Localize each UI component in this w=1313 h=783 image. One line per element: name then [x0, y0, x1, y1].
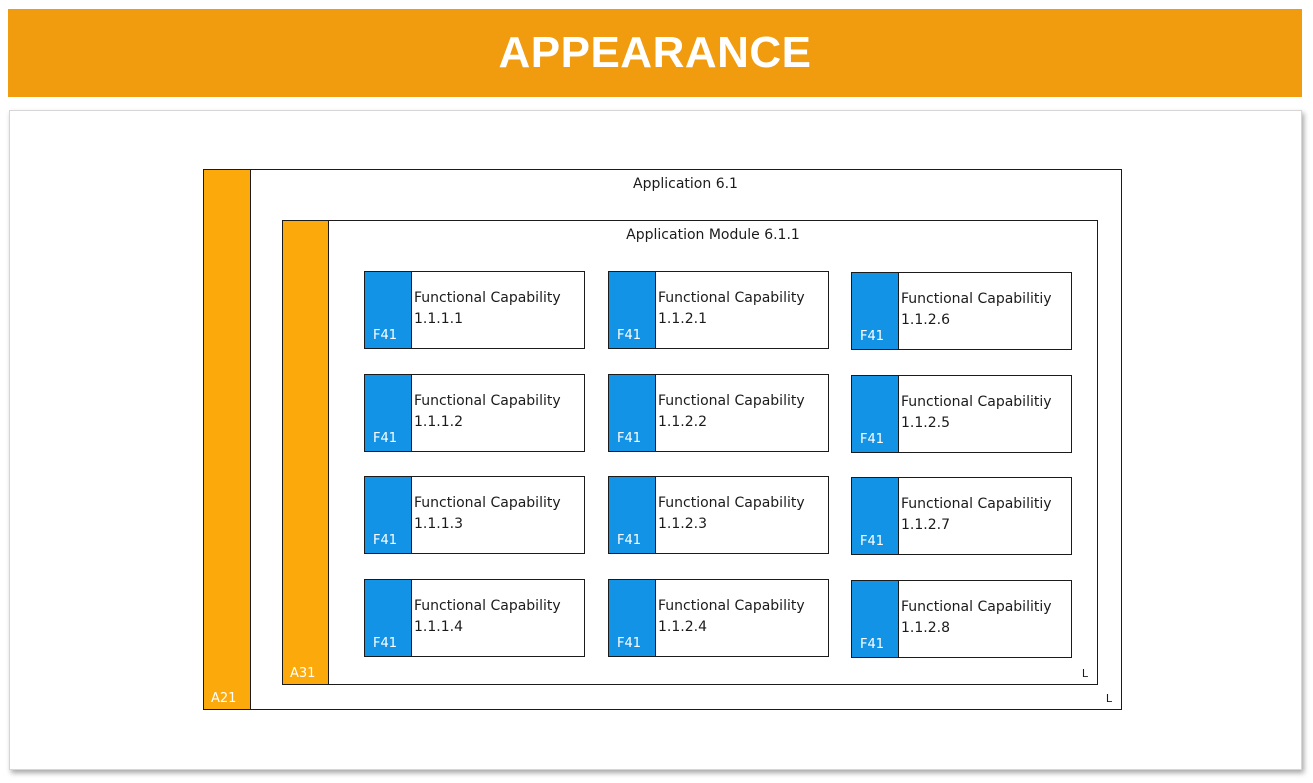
- capability-name: Functional Capability: [414, 495, 561, 511]
- application-module-box[interactable]: A31 Application Module 6.1.1 L F41 Funct…: [282, 220, 1098, 685]
- capability-label: Functional Capabilitiy 1.1.2.5: [901, 392, 1052, 434]
- capability-bar: F41: [609, 477, 656, 553]
- capability-code: F41: [860, 329, 885, 344]
- capability-number: 1.1.2.6: [901, 312, 950, 328]
- capability-name: Functional Capability: [658, 495, 805, 511]
- capability-bar: F41: [609, 375, 656, 451]
- capability-name: Functional Capability: [414, 598, 561, 614]
- capability-box[interactable]: F41 Functional Capability 1.1.1.2: [364, 374, 585, 452]
- module-corner-mark: L: [1081, 667, 1088, 680]
- capability-name: Functional Capability: [414, 290, 561, 306]
- module-bar: A31: [283, 221, 329, 684]
- capability-box[interactable]: F41 Functional Capability 1.1.2.4: [608, 579, 829, 657]
- capability-number: 1.1.2.8: [901, 620, 950, 636]
- capability-code: F41: [617, 533, 642, 548]
- application-code: A21: [211, 691, 237, 706]
- capability-number: 1.1.2.1: [658, 311, 707, 327]
- capability-label: Functional Capability 1.1.1.4: [414, 596, 561, 638]
- capability-name: Functional Capabilitiy: [901, 291, 1052, 307]
- capability-bar: F41: [365, 375, 412, 451]
- capability-box[interactable]: F41 Functional Capabilitiy 1.1.2.8: [851, 580, 1072, 658]
- capability-name: Functional Capability: [414, 393, 561, 409]
- capability-code: F41: [617, 328, 642, 343]
- capability-code: F41: [617, 431, 642, 446]
- capability-box[interactable]: F41 Functional Capability 1.1.1.4: [364, 579, 585, 657]
- capability-code: F41: [373, 533, 398, 548]
- capability-code: F41: [373, 636, 398, 651]
- capability-box[interactable]: F41 Functional Capabilitiy 1.1.2.5: [851, 375, 1072, 453]
- capability-number: 1.1.2.5: [901, 415, 950, 431]
- capability-name: Functional Capability: [658, 598, 805, 614]
- capability-name: Functional Capability: [658, 393, 805, 409]
- capability-bar: F41: [852, 273, 899, 349]
- capability-box[interactable]: F41 Functional Capabilitiy 1.1.2.6: [851, 272, 1072, 350]
- application-corner-mark: L: [1105, 692, 1112, 705]
- capability-box[interactable]: F41 Functional Capability 1.1.1.1: [364, 271, 585, 349]
- capability-bar: F41: [365, 477, 412, 553]
- capability-code: F41: [860, 534, 885, 549]
- capability-number: 1.1.1.4: [414, 619, 463, 635]
- capability-box[interactable]: F41 Functional Capability 1.1.1.3: [364, 476, 585, 554]
- capability-label: Functional Capability 1.1.2.1: [658, 288, 805, 330]
- capability-label: Functional Capabilitiy 1.1.2.6: [901, 289, 1052, 331]
- capability-bar: F41: [365, 272, 412, 348]
- capability-label: Functional Capability 1.1.1.1: [414, 288, 561, 330]
- capability-box[interactable]: F41 Functional Capability 1.1.2.1: [608, 271, 829, 349]
- capability-box[interactable]: F41 Functional Capability 1.1.2.3: [608, 476, 829, 554]
- capability-bar: F41: [609, 272, 656, 348]
- capability-code: F41: [617, 636, 642, 651]
- capability-number: 1.1.1.2: [414, 414, 463, 430]
- header-banner: APPEARANCE: [8, 9, 1302, 97]
- capability-name: Functional Capabilitiy: [901, 394, 1052, 410]
- capability-number: 1.1.2.2: [658, 414, 707, 430]
- capability-code: F41: [860, 637, 885, 652]
- capability-name: Functional Capabilitiy: [901, 496, 1052, 512]
- capability-bar: F41: [852, 478, 899, 554]
- page-title: APPEARANCE: [498, 28, 812, 77]
- application-box[interactable]: A21 Application 6.1 L A31 Application Mo…: [203, 169, 1122, 710]
- application-title: Application 6.1: [633, 176, 738, 192]
- module-title: Application Module 6.1.1: [626, 227, 800, 243]
- capability-box[interactable]: F41 Functional Capabilitiy 1.1.2.7: [851, 477, 1072, 555]
- capability-number: 1.1.2.7: [901, 517, 950, 533]
- capability-bar: F41: [365, 580, 412, 656]
- capability-label: Functional Capabilitiy 1.1.2.8: [901, 597, 1052, 639]
- capability-code: F41: [860, 432, 885, 447]
- application-bar: A21: [204, 170, 251, 709]
- capability-number: 1.1.2.3: [658, 516, 707, 532]
- capability-code: F41: [373, 328, 398, 343]
- capability-label: Functional Capability 1.1.1.3: [414, 493, 561, 535]
- module-code: A31: [290, 666, 316, 681]
- capability-number: 1.1.1.1: [414, 311, 463, 327]
- capability-code: F41: [373, 431, 398, 446]
- capability-label: Functional Capability 1.1.2.3: [658, 493, 805, 535]
- capability-bar: F41: [852, 376, 899, 452]
- capability-label: Functional Capability 1.1.2.4: [658, 596, 805, 638]
- capability-name: Functional Capability: [658, 290, 805, 306]
- capability-bar: F41: [852, 581, 899, 657]
- capability-bar: F41: [609, 580, 656, 656]
- capability-label: Functional Capability 1.1.2.2: [658, 391, 805, 433]
- capability-name: Functional Capabilitiy: [901, 599, 1052, 615]
- capability-label: Functional Capabilitiy 1.1.2.7: [901, 494, 1052, 536]
- capability-number: 1.1.2.4: [658, 619, 707, 635]
- capability-number: 1.1.1.3: [414, 516, 463, 532]
- capability-label: Functional Capability 1.1.1.2: [414, 391, 561, 433]
- capability-box[interactable]: F41 Functional Capability 1.1.2.2: [608, 374, 829, 452]
